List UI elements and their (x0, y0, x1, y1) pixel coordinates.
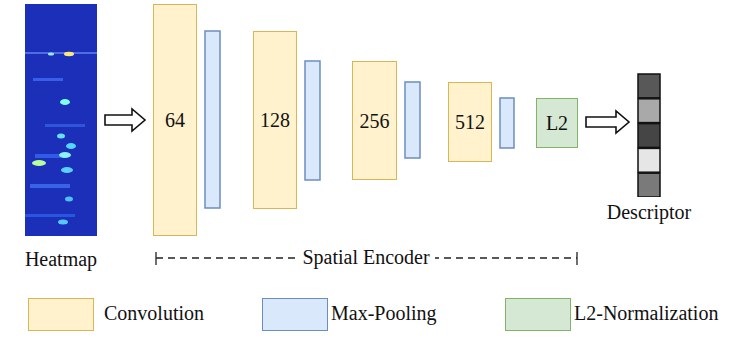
max-pooling-block (405, 82, 420, 158)
heatmap-spot (48, 53, 54, 56)
block-arrow (586, 111, 629, 133)
descriptor-cell (638, 99, 660, 123)
convolution-block: 128 (253, 31, 297, 209)
max-pooling-block (205, 31, 220, 208)
l2-normalization-block: L2 (536, 98, 578, 148)
bracket-tick (155, 252, 156, 265)
descriptor-cell (638, 173, 660, 197)
heatmap-ground (25, 4, 97, 236)
node-caption: Descriptor (607, 201, 691, 224)
convolution-block: 64 (153, 4, 197, 236)
max-pooling-block (500, 98, 514, 148)
convolution-block: 256 (352, 61, 397, 180)
section-label: Spatial Encoder (297, 246, 434, 269)
legend-text: L2-Normalization (574, 302, 718, 325)
connectors (105, 109, 629, 133)
layer-label: 64 (165, 109, 185, 131)
convolution-block: 512 (448, 82, 492, 162)
heatmap-streak (25, 52, 97, 54)
heatmap-spot (58, 220, 68, 225)
legend-swatch (262, 298, 328, 331)
layer-label: 128 (260, 109, 290, 131)
legend-text: Max-Pooling (331, 302, 437, 325)
legend-swatch (28, 298, 94, 331)
heatmap-spot (65, 197, 73, 202)
max-pooling-block (305, 61, 320, 180)
bracket-tick (576, 252, 577, 265)
block-arrow (105, 109, 145, 131)
heatmap-spot (61, 167, 73, 173)
heatmap-spot (64, 52, 74, 56)
legend-swatch (505, 298, 571, 331)
heatmap-spot (66, 143, 76, 149)
legend-text: Convolution (104, 302, 204, 325)
layer-label: 512 (455, 111, 485, 133)
heatmap-picture (25, 4, 97, 236)
descriptor-cell (638, 124, 660, 148)
heatmap-streak (30, 184, 70, 188)
max-pooling-layers (205, 31, 514, 208)
heatmap-spot (57, 134, 65, 139)
layer-label: 256 (360, 110, 390, 132)
heatmap-streak (33, 78, 63, 81)
layer-label: L2 (546, 112, 568, 134)
heatmap-spot (32, 160, 46, 166)
node-caption: Heatmap (25, 248, 97, 271)
heatmap-spot (60, 99, 70, 105)
heatmap-spot (59, 152, 71, 158)
heatmap-image: Heatmap (25, 4, 97, 236)
heatmap-streak (25, 214, 75, 217)
descriptor-vector: Descriptor (637, 73, 661, 197)
descriptor-cell (638, 148, 660, 172)
descriptor-cells (637, 73, 661, 197)
heatmap-streak (45, 124, 85, 127)
descriptor-cell (638, 74, 660, 98)
